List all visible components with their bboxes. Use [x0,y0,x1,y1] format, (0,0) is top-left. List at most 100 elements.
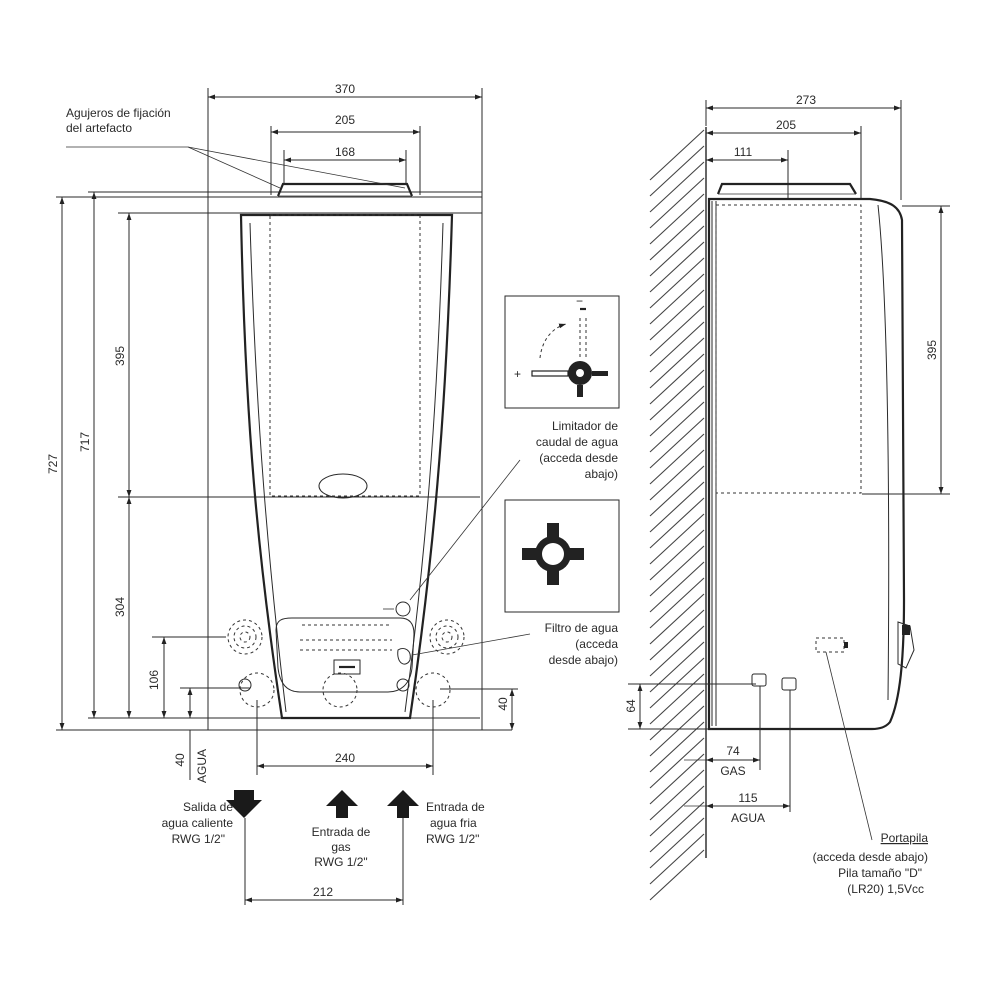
hatch-line [649,529,705,581]
hatch-line [649,737,705,789]
dim-115-label: 115 [738,791,757,805]
hatch-line [649,465,705,517]
dim-717: 717 [78,192,97,718]
hatch-line [649,193,705,245]
hatch-line [649,625,705,677]
dim-111-label: 111 [734,145,753,159]
right-vent-circles [429,619,465,655]
hatch-line [649,177,705,229]
gas-label: Entrada de gas RWG 1/2" [312,825,371,869]
hatch-line [649,241,705,293]
filter-label-3: desde abajo) [549,653,618,667]
gas-label-2: gas [331,840,350,854]
hot-water-label-1: Salida de [183,800,233,814]
fixing-holes-callout: Agujeros de fijación del artefacto [66,106,406,189]
filter-label: Filtro de agua (acceda desde abajo) [411,621,619,667]
hatch-line [649,705,705,757]
dim-168: 168 [283,145,407,185]
battery-label-1: Portapila [881,831,929,845]
limiter-knob [383,601,411,617]
gas-inlet-arrow [326,790,358,818]
hot-water-label-3: RWG 1/2" [172,832,225,846]
hatch-line [649,785,705,837]
hatch-line [649,257,705,309]
control-panel [275,617,415,693]
hatch-line [649,145,705,197]
side-bracket [716,182,857,195]
hatch-line [649,449,705,501]
dim-74-gas: 74 GAS [684,744,760,778]
dim-727: 727 [46,197,65,730]
cold-water-label-3: RWG 1/2" [426,832,479,846]
hatch-line [649,289,705,341]
side-view: 273 205 111 [624,93,950,901]
hatch-line [649,849,705,901]
hatch-line [649,593,705,645]
hot-water-label-2: agua caliente [162,816,234,830]
limiter-label: Limitador de caudal de agua (acceda desd… [409,419,618,601]
hatch-line [649,369,705,421]
hot-water-label: Salida de agua caliente RWG 1/2" [162,800,234,846]
dim-64-label: 64 [624,699,638,713]
hatch-line [649,305,705,357]
dim-212-label: 212 [313,885,333,899]
filter-detail-box [504,499,620,613]
hatch-line [649,817,705,869]
side-casing [707,197,915,731]
cold-water-inlet-arrow [387,790,419,905]
hatch-line [649,561,705,613]
front-casing [239,213,454,720]
dim-64: 64 [624,683,756,730]
limiter-label-3: (acceda desde [539,451,618,465]
hatch-line [649,833,705,885]
dim-111: 111 [706,145,789,200]
hatch-line [649,337,705,389]
hatch-line [649,721,705,773]
dim-212: 212 [245,885,403,903]
wall-hatching [649,127,707,901]
dim-205: 205 [270,113,421,195]
hatch-line [649,353,705,405]
hatch-line [649,481,705,533]
dim-40-right: 40 [440,688,518,730]
wall-bracket [276,182,414,197]
side-connections [751,673,797,812]
limiter-label-4: abajo) [585,467,618,481]
dim-727-label: 727 [46,454,60,474]
limiter-label-2: caudal de agua [536,435,618,449]
plus-sign: + [514,367,521,381]
dim-168-label: 168 [335,145,355,159]
dim-395-side: 395 [862,205,950,495]
hatch-line [649,545,705,597]
filter-label-2: (acceda [575,637,618,651]
minus-sign: − [576,294,583,308]
dim-370: 370 [208,82,482,100]
hatch-line [649,753,705,805]
dim-40-left-label: 40 [173,753,187,767]
dim-395-front: 395 [113,213,132,497]
hatch-line [649,577,705,629]
hatch-line [649,769,705,821]
dim-74-gas-label: GAS [720,764,745,778]
hatch-line [649,129,705,181]
dim-74-label: 74 [726,744,740,758]
front-view: 370 205 168 Agujeros de fijación del art… [46,82,620,905]
hatch-line [649,801,705,853]
dim-304: 304 [113,497,132,718]
hatch-line [649,225,705,277]
filter-label-1: Filtro de agua [545,621,619,635]
dim-106: 106 [147,636,226,718]
dim-106-label: 106 [147,670,161,690]
hatch-line [649,609,705,661]
cold-water-label: Entrada de agua fria RWG 1/2" [426,800,485,846]
dim-40-left-agua: AGUA [195,749,209,783]
hatch-line [649,433,705,485]
hatch-line [649,417,705,469]
dim-205-label: 205 [335,113,355,127]
hatch-line [649,689,705,741]
hatch-line [649,161,705,213]
gas-label-3: RWG 1/2" [314,855,367,869]
hatch-line [649,497,705,549]
hatch-line [649,657,705,709]
